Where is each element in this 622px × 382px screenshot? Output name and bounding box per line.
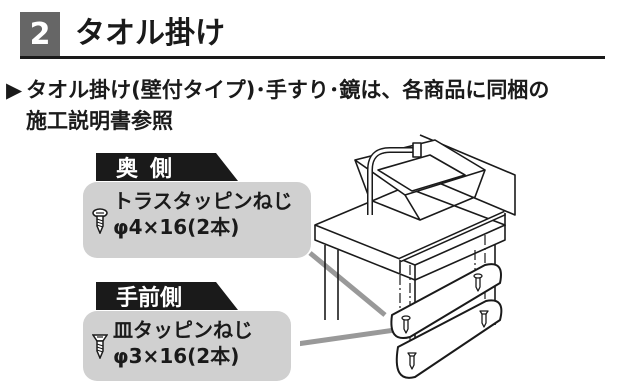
screw-icon <box>92 334 108 359</box>
step-number-badge: 2 <box>20 12 60 56</box>
back-screw-spec: φ4×16(2本) <box>113 215 240 239</box>
screw-icon <box>92 208 108 234</box>
back-screw-box: トラスタッピンねじ φ4×16(2本) <box>83 182 311 258</box>
front-screw-spec: φ3×16(2本) <box>113 344 240 368</box>
front-screw-name: 皿タッピンねじ <box>113 318 253 342</box>
note-line-2: 施工説明書参照 <box>26 109 173 133</box>
section-title: タオル掛け <box>75 16 225 51</box>
washbasin-illustration <box>300 134 516 379</box>
installation-note: ▶タオル掛け(壁付タイプ)･手すり･鏡は、各商品に同梱の 施工説明書参照 <box>6 75 606 137</box>
bullet-icon: ▶ <box>6 78 23 102</box>
front-side-label: 手前側 <box>96 282 238 311</box>
front-screw-box: 皿タッピンねじ φ3×16(2本) <box>83 311 291 381</box>
back-side-label: 奥側 <box>96 153 238 182</box>
back-screw-name: トラスタッピンねじ <box>113 189 293 213</box>
note-line-1: タオル掛け(壁付タイプ)･手すり･鏡は、各商品に同梱の <box>26 78 550 102</box>
section-header: 2 タオル掛け <box>20 12 605 59</box>
